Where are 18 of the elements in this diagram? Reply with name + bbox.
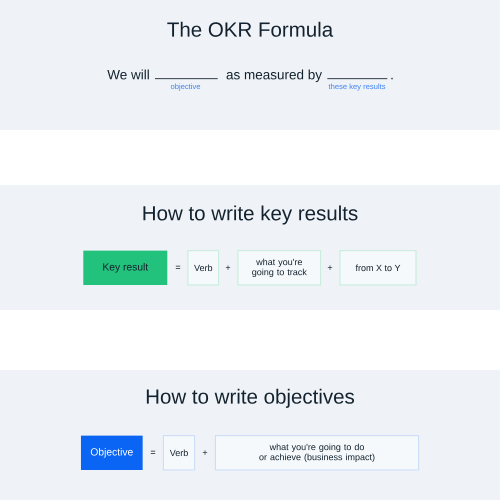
component-box: what you're going to do or achieve (business impact) — [214, 435, 420, 470]
operator-sign: + — [202, 450, 208, 455]
sentence-text: We will — [107, 70, 149, 80]
term-box: Objective — [80, 436, 143, 470]
operator-sign: = — [176, 266, 180, 269]
heading: How to write key results — [143, 205, 358, 225]
component-box: Verb — [188, 250, 220, 286]
sentence-text: . — [391, 78, 393, 80]
operator-sign: = — [150, 450, 156, 454]
heading: The OKR Formula — [167, 22, 334, 37]
heading: How to write objectives — [146, 388, 354, 408]
sentence-text: as measured by — [226, 70, 322, 82]
component-box: what you're going to track — [238, 250, 322, 286]
operator-sign: + — [328, 265, 332, 270]
operator-sign: + — [226, 265, 230, 270]
component-box: Verb — [162, 435, 196, 470]
component-box: from X to Y — [340, 250, 416, 286]
term-box: Key result — [83, 250, 168, 285]
